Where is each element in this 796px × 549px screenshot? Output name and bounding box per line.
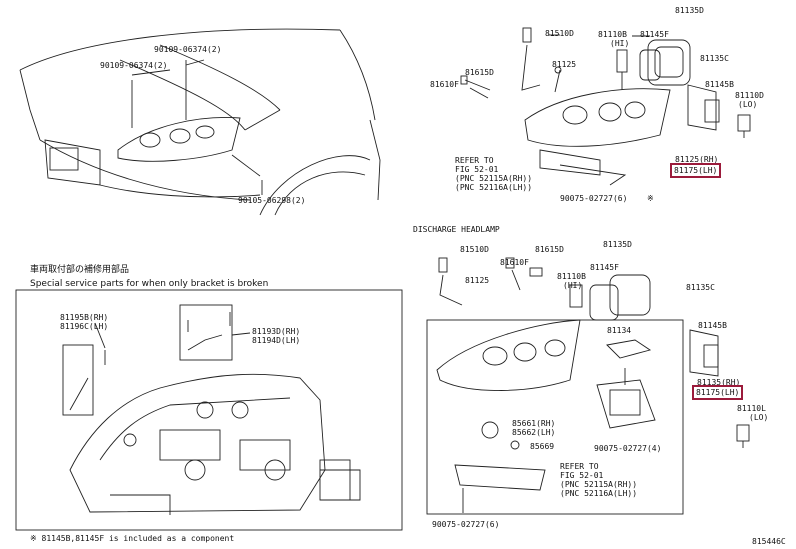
bracket-illustration bbox=[62, 304, 361, 515]
part-81125-discharge: 81125 bbox=[465, 276, 490, 285]
part-90075-top: 90075-02727(6) bbox=[560, 194, 628, 203]
part-81135rh-discharge: 81135(RH) bbox=[697, 378, 741, 387]
refer-discharge-2: FIG 52-01 bbox=[560, 471, 604, 480]
part-81175-lh-discharge-highlight[interactable]: 81175(LH) bbox=[692, 385, 744, 400]
part-81510d-top: 81510D bbox=[545, 29, 574, 38]
part-81194d: 81194D(LH) bbox=[252, 336, 301, 345]
part-81610f-top: 81610F bbox=[430, 80, 459, 89]
refer-discharge-4: (PNC 52116A(LH)) bbox=[560, 489, 638, 498]
part-85669: 85669 bbox=[530, 442, 555, 451]
part-81196c: 81196C(LH) bbox=[60, 322, 109, 331]
part-81135c-top: 81135C bbox=[700, 54, 729, 63]
diagram-id: 815446C bbox=[752, 537, 786, 546]
part-81135d-top: 81135D bbox=[675, 6, 704, 15]
part-81510d-discharge: 81510D bbox=[460, 245, 489, 254]
part-81193d: 81193D(RH) bbox=[252, 327, 301, 336]
part-81610f-discharge: 81610F bbox=[500, 258, 529, 267]
part-85662: 85662(LH) bbox=[512, 428, 556, 437]
repair-parts-title-jp: 車両取付部の補修用部品 bbox=[30, 265, 130, 275]
part-81145f-top: 81145F bbox=[640, 30, 669, 39]
discharge-headlamp-title: DISCHARGE HEADLAMP bbox=[413, 225, 500, 234]
part-81145b-top: 81145B bbox=[705, 80, 734, 89]
refer-top-3: (PNC 52115A(RH)) bbox=[455, 174, 533, 183]
part-81134-discharge: 81134 bbox=[607, 326, 632, 335]
part-81615d-top: 81615D bbox=[465, 68, 494, 77]
part-81125rh-top: 81125(RH) bbox=[675, 155, 719, 164]
part-90075-discharge-b: 90075-02727(6) bbox=[432, 520, 500, 529]
part-hi-discharge: (HI) bbox=[563, 281, 583, 290]
part-81145f-discharge: 81145F bbox=[590, 263, 619, 272]
part-81615d-discharge: 81615D bbox=[535, 245, 564, 254]
refer-top-4: (PNC 52116A(LH)) bbox=[455, 183, 533, 192]
refer-discharge-1: REFER TO bbox=[560, 462, 599, 471]
part-81110b-top: 81110B bbox=[598, 30, 627, 39]
part-lo-top: (LO) bbox=[738, 100, 758, 109]
refer-discharge-3: (PNC 52115A(RH)) bbox=[560, 480, 638, 489]
headlamp-assembly-top bbox=[460, 27, 751, 186]
part-81145b-discharge: 81145B bbox=[698, 321, 727, 330]
part-81125-top: 81125 bbox=[552, 60, 577, 69]
part-90105: 90105-06298(2) bbox=[238, 196, 306, 205]
refer-top-2: FIG 52-01 bbox=[455, 165, 499, 174]
part-81110l-discharge: 81110L bbox=[737, 404, 766, 413]
part-81135d-discharge: 81135D bbox=[603, 240, 632, 249]
part-90109-lower: 90109-06374(2) bbox=[100, 61, 168, 70]
part-90075-discharge-a: 90075-02727(4) bbox=[594, 444, 662, 453]
special-service-note: Special service parts for when only brac… bbox=[30, 279, 269, 289]
headlamp-assembly-discharge bbox=[436, 257, 750, 513]
part-85661: 85661(RH) bbox=[512, 419, 556, 428]
part-81110b-discharge: 81110B bbox=[557, 272, 586, 281]
part-81175-lh-top-highlight[interactable]: 81175(LH) bbox=[670, 163, 722, 178]
part-81195b: 81195B(RH) bbox=[60, 313, 109, 322]
car-front-illustration bbox=[19, 28, 381, 216]
part-lo-discharge: (LO) bbox=[749, 413, 769, 422]
bracket-frame bbox=[15, 289, 403, 531]
asterisk-top: ※ bbox=[647, 194, 654, 203]
part-81135c-discharge: 81135C bbox=[686, 283, 715, 292]
footnote: ※ 81145B,81145F is included as a compone… bbox=[30, 534, 235, 543]
refer-top-1: REFER TO bbox=[455, 156, 494, 165]
part-hi-top: (HI) bbox=[610, 39, 630, 48]
discharge-frame bbox=[426, 319, 684, 515]
part-81110d-top: 81110D bbox=[735, 91, 764, 100]
part-90109-upper: 90109-06374(2) bbox=[154, 45, 222, 54]
